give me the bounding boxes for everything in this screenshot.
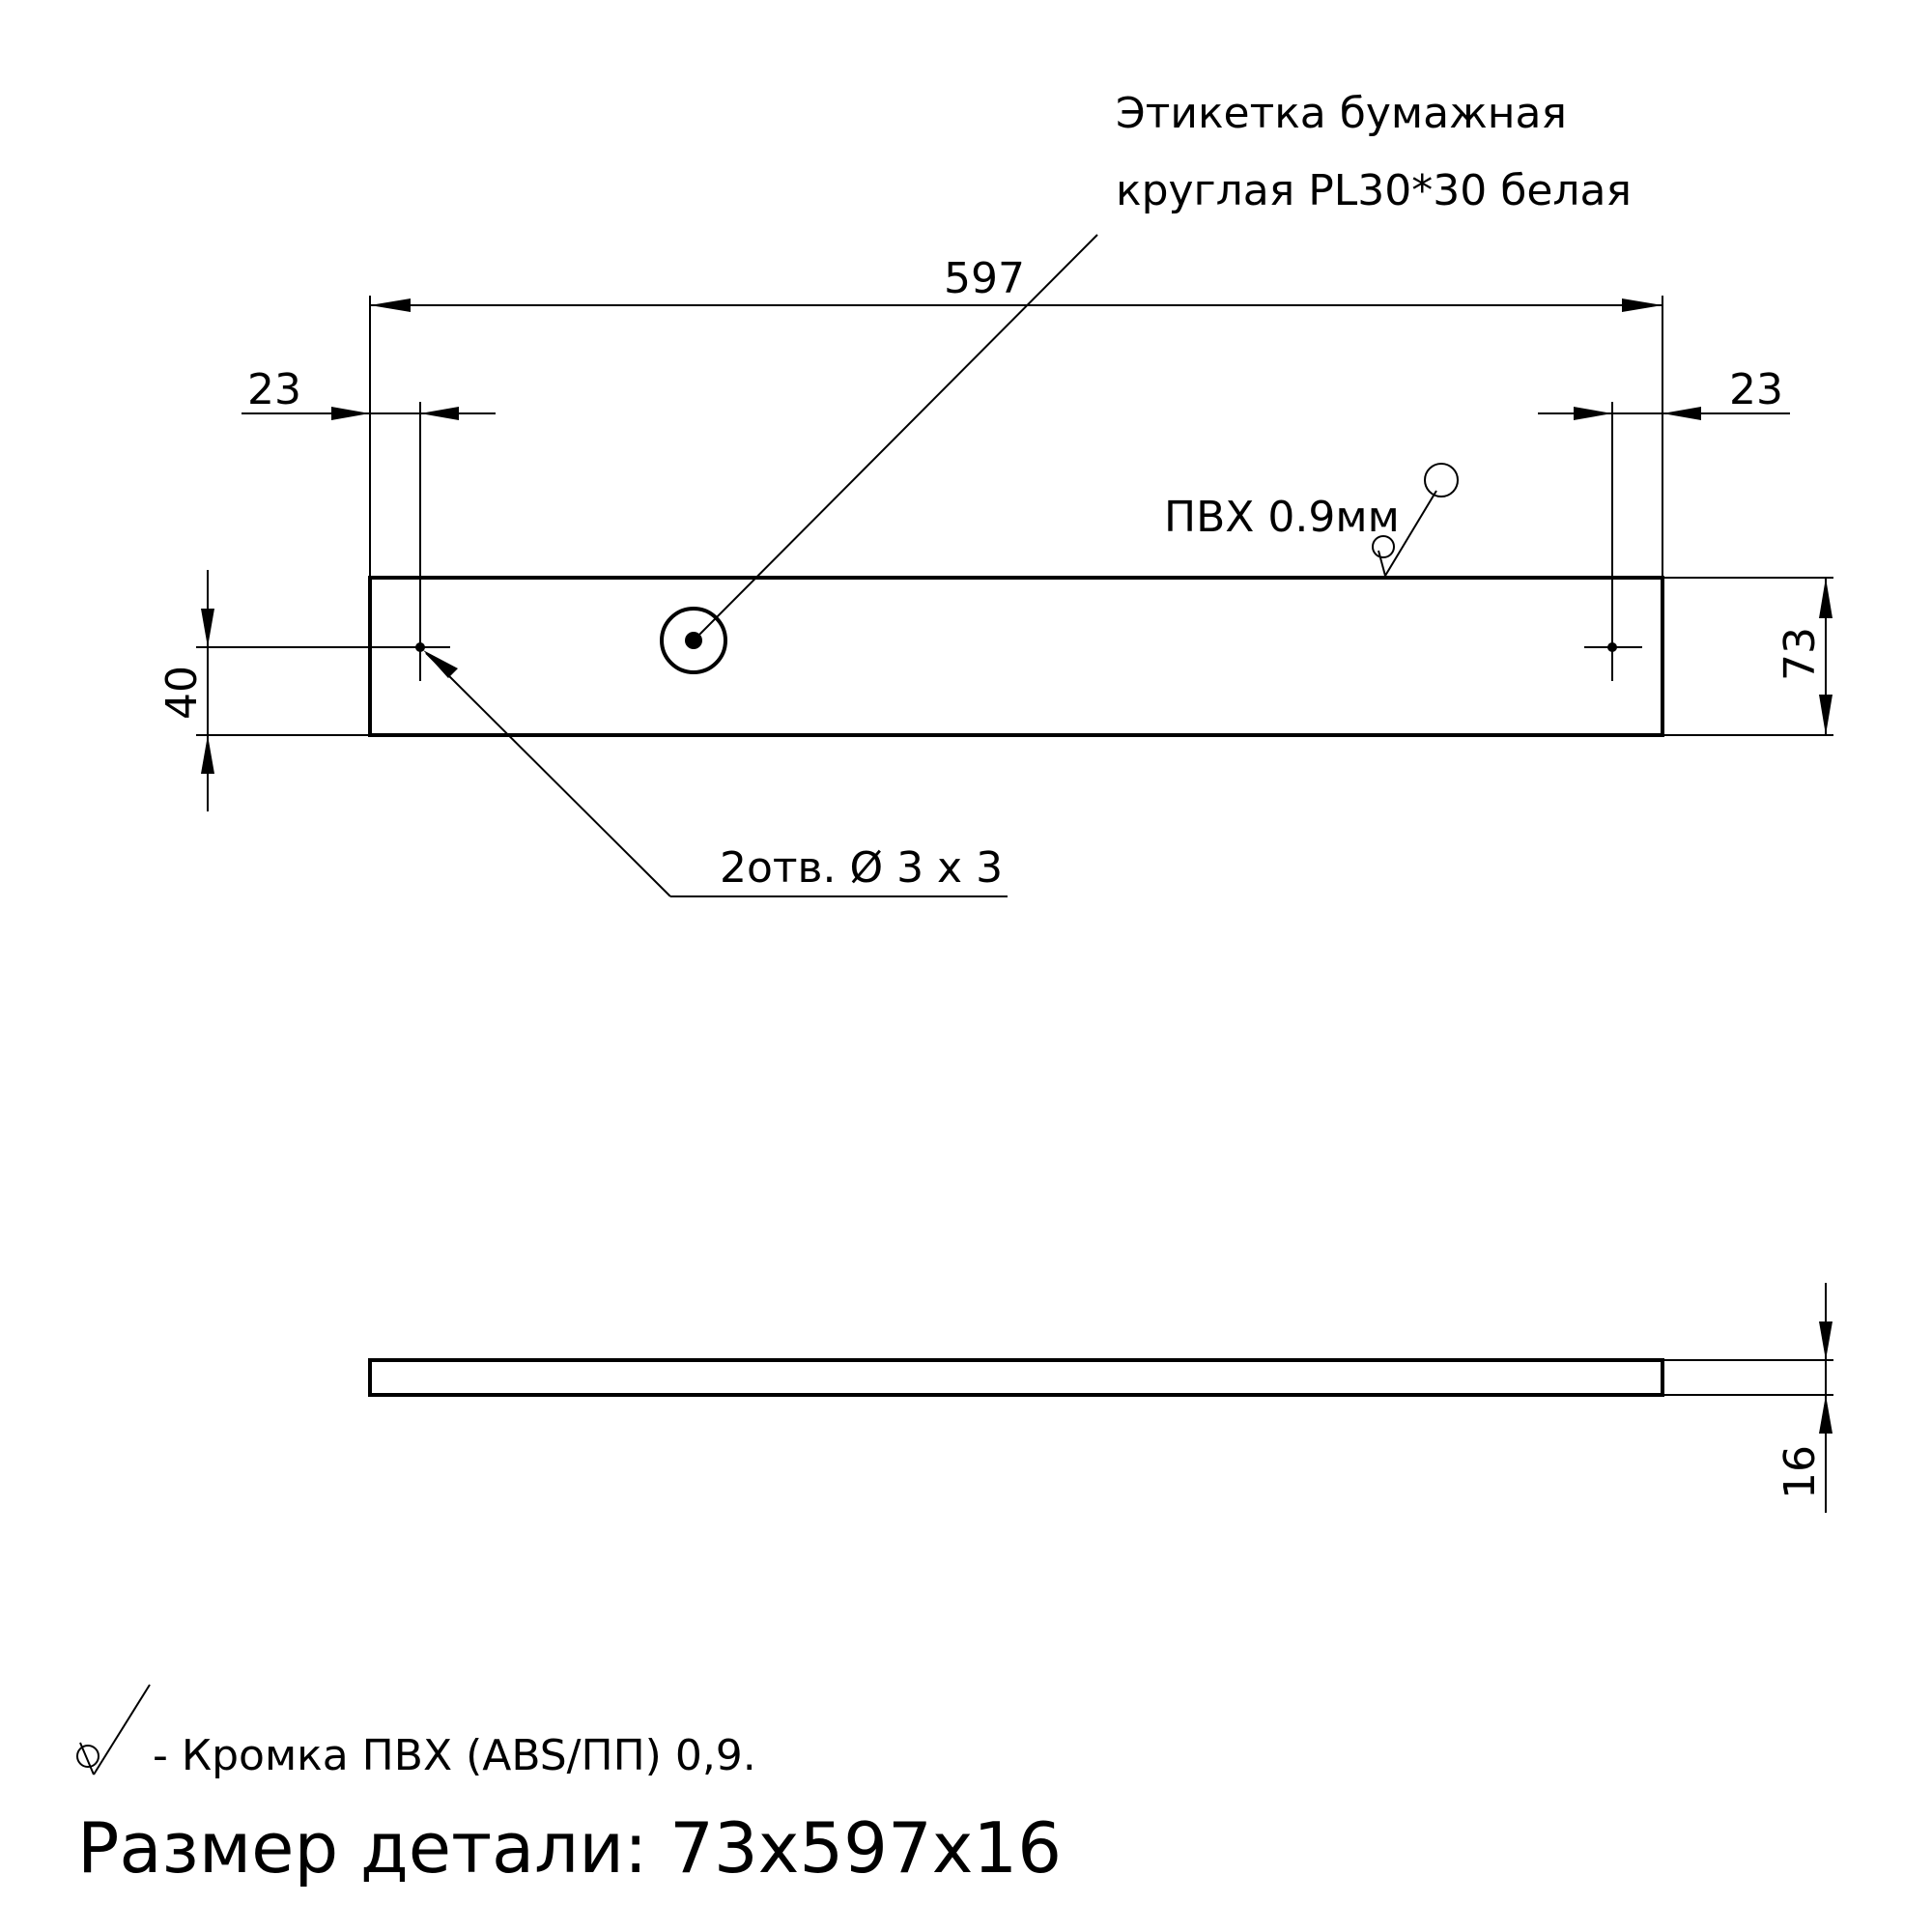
dimension-23-left-label: 23 xyxy=(247,365,301,414)
label-note-line2: круглая PL30*30 белая xyxy=(1116,166,1632,215)
dimension-hole-offset-right: 23 xyxy=(1538,365,1790,681)
dimension-hole-height: 40 xyxy=(157,570,450,811)
paper-label-mark xyxy=(660,234,1098,674)
edge-note: ПВХ 0.9мм xyxy=(1164,493,1400,542)
dimension-height: 73 xyxy=(1664,577,1833,736)
edge-banding-icon xyxy=(1372,463,1459,577)
dimension-23-right-label: 23 xyxy=(1729,365,1783,414)
dimension-597-label: 597 xyxy=(944,254,1025,303)
dimension-overall-length: 597 xyxy=(369,254,1663,578)
legend-edge-text: - Кромка ПВХ (ABS/ПП) 0,9. xyxy=(153,1731,756,1780)
dimension-16-label: 16 xyxy=(1776,1445,1825,1499)
dimension-thickness: 16 xyxy=(1664,1283,1833,1513)
panel-side-view xyxy=(368,1358,1664,1397)
holes-leader: 2отв. Ø 3 х 3 xyxy=(423,650,1008,897)
dimension-hole-offset-left: 23 xyxy=(242,365,496,681)
label-note-line1: Этикетка бумажная xyxy=(1116,89,1567,138)
holes-note: 2отв. Ø 3 х 3 xyxy=(720,843,1003,893)
dimension-40-label: 40 xyxy=(157,666,207,720)
panel-front-view xyxy=(368,576,1664,737)
hole-left xyxy=(415,642,425,652)
part-size-title: Размер детали: 73х597х16 xyxy=(77,1807,1062,1889)
dimension-73-label: 73 xyxy=(1776,627,1825,681)
legend-edge-icon xyxy=(76,1684,151,1776)
